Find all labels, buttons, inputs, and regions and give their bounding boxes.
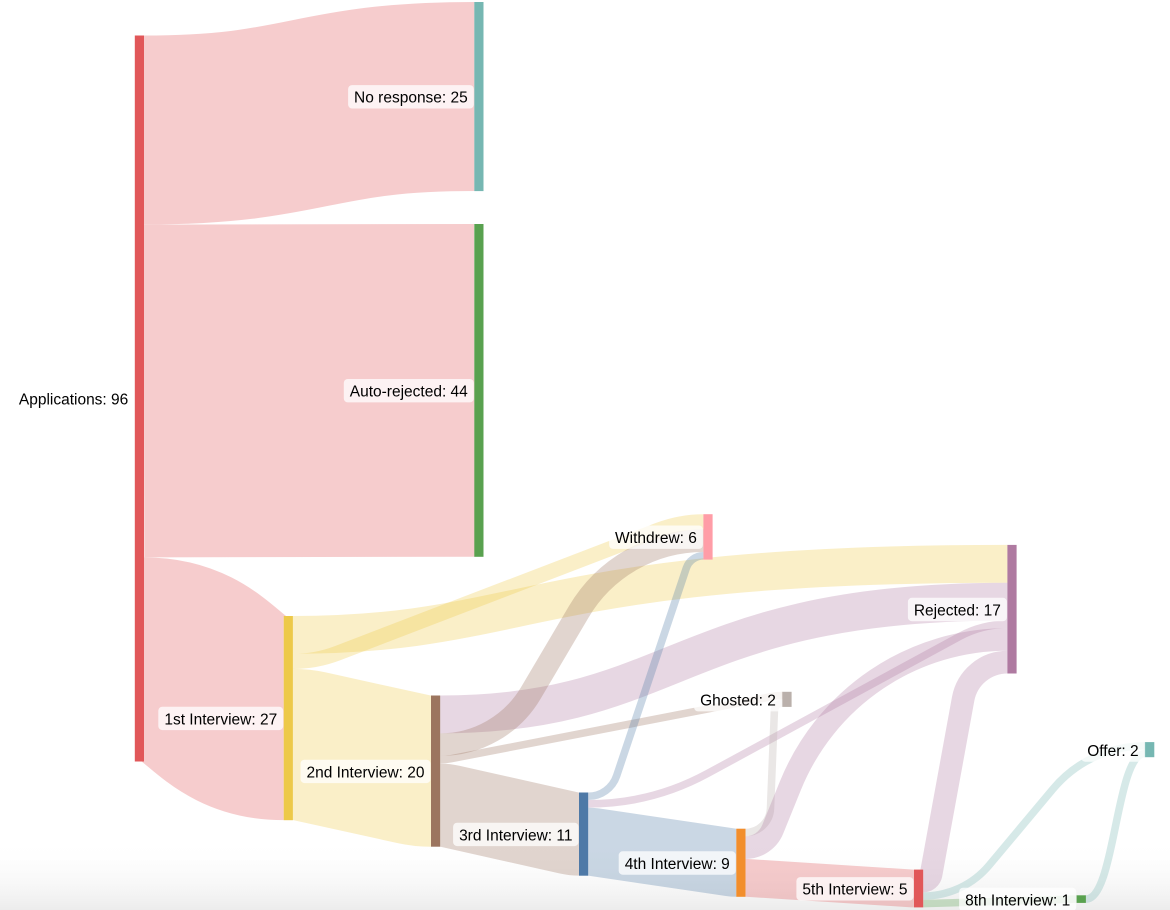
svg-text:3rd Interview: 11: 3rd Interview: 11 [459, 827, 572, 844]
svg-text:8th Interview: 1: 8th Interview: 1 [965, 892, 1070, 909]
svg-text:Applications: 96: Applications: 96 [19, 392, 128, 409]
svg-text:No response: 25: No response: 25 [354, 90, 468, 107]
svg-text:Offer: 2: Offer: 2 [1087, 743, 1138, 760]
svg-text:Withdrew: 6: Withdrew: 6 [615, 530, 697, 547]
svg-text:2nd Interview: 20: 2nd Interview: 20 [306, 764, 424, 781]
svg-text:Ghosted: 2: Ghosted: 2 [700, 693, 776, 710]
svg-text:Auto-rejected: 44: Auto-rejected: 44 [350, 384, 468, 401]
svg-text:Rejected: 17: Rejected: 17 [914, 602, 1001, 619]
svg-text:5th Interview: 5: 5th Interview: 5 [802, 882, 907, 899]
svg-text:4th Interview: 9: 4th Interview: 9 [625, 856, 730, 873]
svg-text:1st Interview: 27: 1st Interview: 27 [164, 711, 277, 728]
